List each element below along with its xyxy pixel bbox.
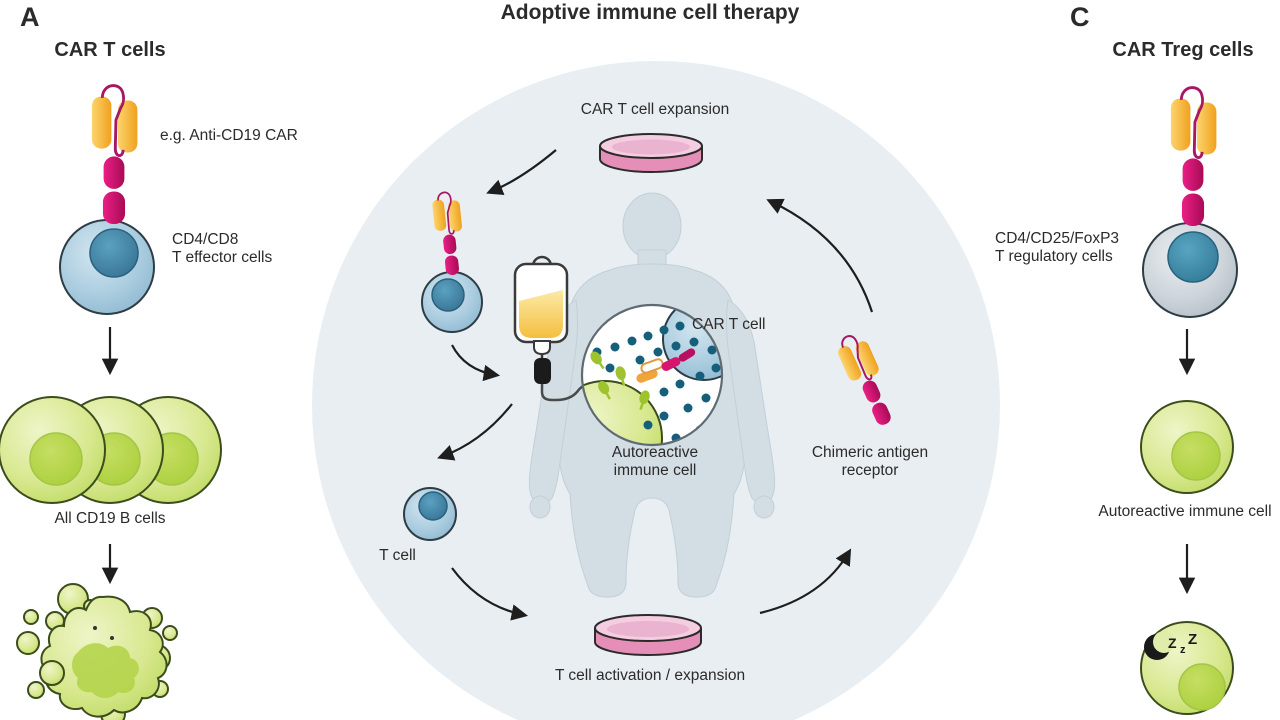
b-cells-icon xyxy=(0,396,222,504)
car-t-cell-icon xyxy=(421,190,483,333)
receptor-binding-pair xyxy=(636,348,696,383)
effector-cells-label: CD4/CD8 T effector cells xyxy=(172,231,273,267)
expansion-dish-icon xyxy=(599,133,703,173)
panel-c-letter: C xyxy=(1070,2,1090,32)
t-cell-icon xyxy=(403,487,457,541)
b-cells-label: All CD19 B cells xyxy=(54,510,166,527)
autoreactive-label-right: Autoreactive immune cell xyxy=(1098,503,1272,520)
autoreactive-cell-icon xyxy=(1140,400,1234,494)
t-cell-label: T cell xyxy=(379,547,416,564)
car-t-cell-label: CAR T cell xyxy=(692,316,766,333)
antigen-icons xyxy=(590,351,650,410)
activation-label: T cell activation / expansion xyxy=(554,667,746,684)
zzz-icon: Z z Z xyxy=(1168,631,1197,656)
cytokine-dots xyxy=(592,321,721,443)
panel-c-heading: CAR Treg cells xyxy=(1112,39,1254,61)
activation-dish-icon xyxy=(594,614,702,656)
arrow-activation-to-receptor xyxy=(759,548,852,615)
sleeping-cell-icon: Z z Z xyxy=(1140,621,1234,715)
expansion-label: CAR T cell expansion xyxy=(580,101,730,118)
panel-a-letter: A xyxy=(20,2,40,32)
arrow-expansion-to-cart xyxy=(486,149,557,196)
arrow-tcell-to-activation xyxy=(451,567,529,621)
panel-a-heading: CAR T cells xyxy=(54,39,166,61)
car-receptor-icon-a xyxy=(90,84,139,226)
iv-bag-icon xyxy=(513,255,590,402)
svg-text:Z: Z xyxy=(1188,631,1197,648)
svg-text:Z: Z xyxy=(1168,635,1177,651)
arrow-patient-to-tcell xyxy=(437,403,513,461)
anti-cd19-label: e.g. Anti-CD19 CAR xyxy=(160,127,298,144)
panel-c-car-treg: Z z Z xyxy=(1140,86,1238,715)
autoreactive-label: Autoreactive immune cell xyxy=(611,444,699,480)
cycle-arrows xyxy=(437,149,874,621)
chimeric-receptor-label: Chimeric antigen receptor xyxy=(811,444,929,480)
moon-icon xyxy=(1144,631,1175,660)
lysed-cell-icon xyxy=(16,583,178,720)
car-receptor-icon-c xyxy=(1169,86,1218,228)
panel-a-car-t xyxy=(0,84,222,720)
figure-title: Adoptive immune cell therapy xyxy=(500,1,800,24)
arrow-receptor-to-expansion xyxy=(766,198,874,313)
arrow-cart-to-infusion xyxy=(451,344,501,382)
svg-text:z: z xyxy=(1180,644,1186,656)
treg-cells-label: CD4/CD25/FoxP3 T regulatory cells xyxy=(995,230,1120,266)
